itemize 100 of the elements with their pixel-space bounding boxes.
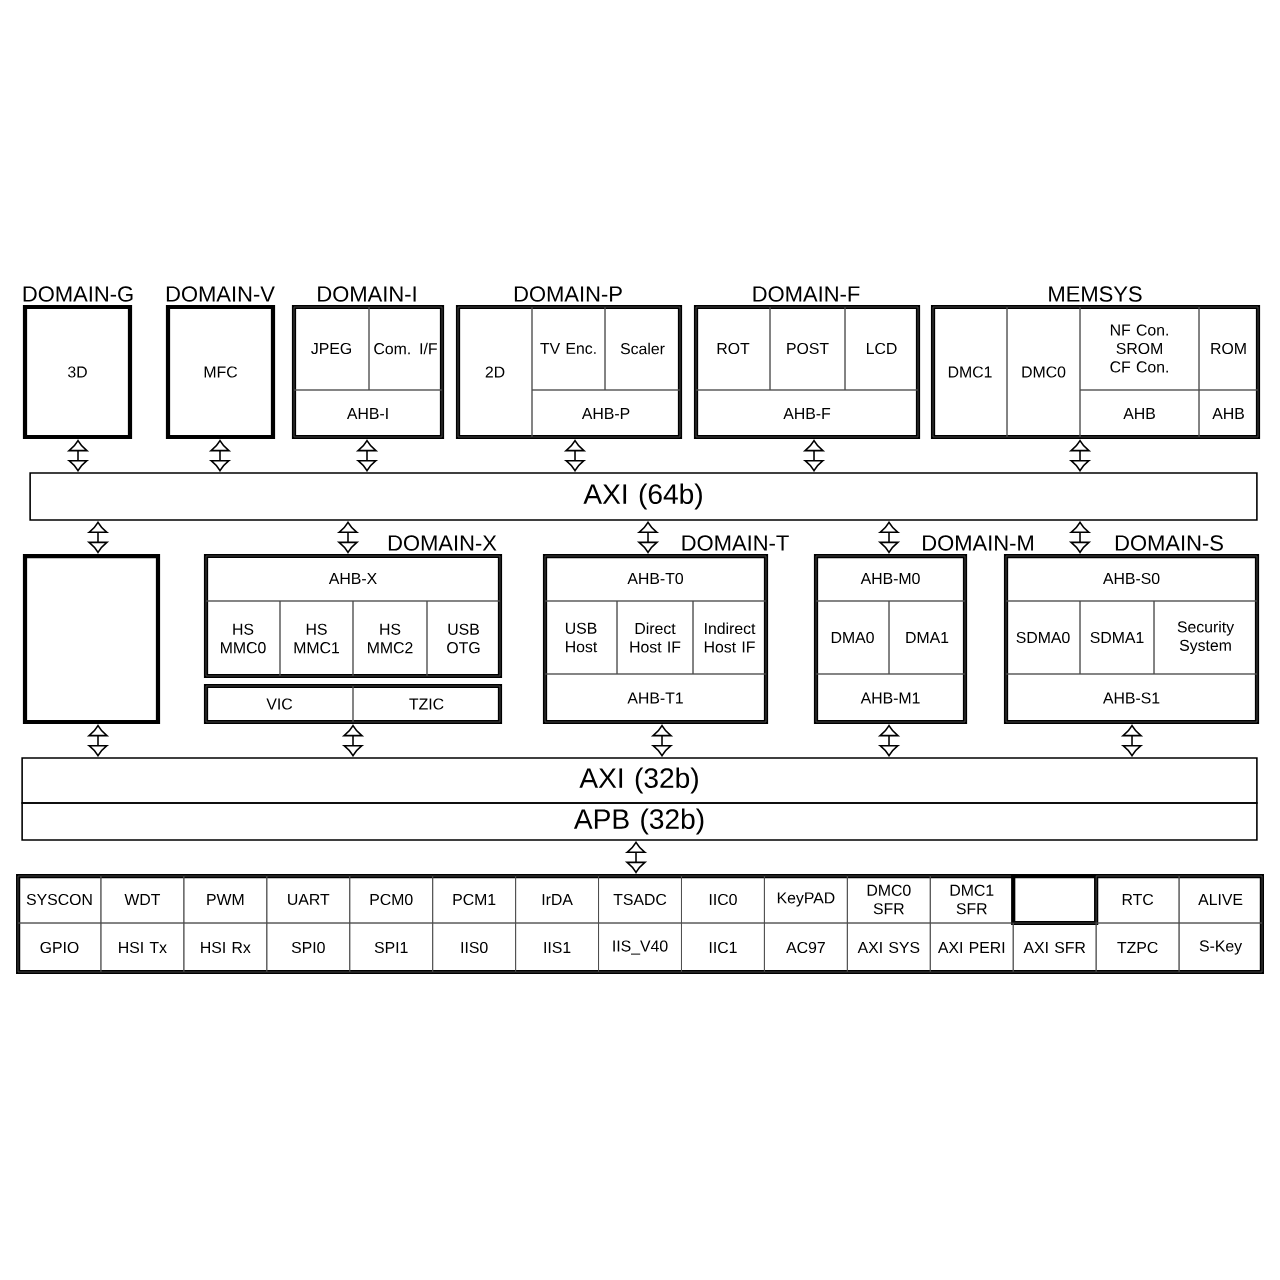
block-cell: 2D <box>457 306 533 438</box>
bus-arrow <box>88 521 108 554</box>
table-cell: SPI0 <box>266 922 351 973</box>
bus-arrow <box>879 521 899 554</box>
block-cell: AHB-M1 <box>815 673 966 723</box>
table-cell: WDT <box>100 875 185 924</box>
bus-arrow <box>210 439 230 472</box>
domain-heading: MEMSYS <box>1049 286 1142 302</box>
block-cell: AHB-T1 <box>544 673 767 723</box>
bus-bar: APB (32b) <box>21 802 1258 841</box>
peripheral-table <box>16 873 1264 975</box>
domain-heading: DOMAIN-P <box>514 286 622 302</box>
bus-arrow <box>1122 724 1142 757</box>
table-cell: S-Key <box>1178 922 1263 973</box>
domain-box: MFC <box>165 304 276 440</box>
block-cell: NF Con. SROM CF Con. <box>1079 306 1200 391</box>
block-cell: DMC1 <box>932 306 1008 438</box>
block-cell: AHB-S1 <box>1005 673 1258 723</box>
domain-heading: DOMAIN-M <box>923 535 1033 551</box>
bus-bar: AXI (32b) <box>21 757 1258 804</box>
table-cell: SYSCON <box>17 875 102 924</box>
block-cell: DMA1 <box>888 600 966 675</box>
bus-bar: AXI (64b) <box>29 472 1258 521</box>
block-cell: POST <box>769 306 846 391</box>
domain-heading: DOMAIN-X <box>388 535 497 551</box>
table-cell: HSI Rx <box>183 922 268 973</box>
table-cell: AXI SFR <box>1012 922 1097 973</box>
block-cell: AHB-I <box>293 389 443 438</box>
block-cell: AHB-X <box>205 555 501 602</box>
table-cell: IIS_V40 <box>598 922 682 973</box>
bus-arrow <box>879 724 899 757</box>
block-cell: Indirect Host IF <box>692 600 767 675</box>
bus-arrow <box>804 439 824 472</box>
block-cell: USB Host <box>544 600 618 675</box>
block-cell: AHB-T0 <box>544 555 767 602</box>
block-cell: AHB-P <box>531 389 681 438</box>
table-cell: IIS1 <box>515 922 599 973</box>
block-cell: Security System <box>1153 600 1258 675</box>
table-cell: TZPC <box>1095 922 1180 973</box>
table-cell: IIC1 <box>681 922 765 973</box>
bus-arrow <box>626 841 646 874</box>
block-cell: AHB-F <box>695 389 919 438</box>
table-cell: AXI PERI <box>929 922 1014 973</box>
bus-arrow <box>357 439 377 472</box>
block-cell: ROT <box>695 306 771 391</box>
block-cell: DMC0 <box>1006 306 1081 438</box>
bus-arrow <box>88 724 108 757</box>
table-cell: TSADC <box>598 875 682 924</box>
block-cell: AHB-S0 <box>1005 555 1258 602</box>
table-cell: GPIO <box>17 922 102 973</box>
bus-arrow <box>1070 521 1090 554</box>
domain-heading: DOMAIN-I <box>318 286 416 302</box>
block-cell: LCD <box>844 306 919 391</box>
table-cell: DMC0 SFR <box>846 875 931 924</box>
bus-arrow <box>1070 439 1090 472</box>
table-cell: HSI Tx <box>100 922 185 973</box>
bus-arrow <box>338 521 358 554</box>
block-cell: DMA0 <box>815 600 890 675</box>
table-cell: PWM <box>183 875 268 924</box>
block-cell: JPEG <box>293 306 370 391</box>
domain-heading: DOMAIN-T <box>682 535 789 551</box>
bus-arrow <box>343 724 363 757</box>
table-cell: PCM1 <box>432 875 517 924</box>
table-cell: IIS0 <box>432 922 517 973</box>
domain-heading: DOMAIN-G <box>23 286 133 302</box>
block-cell: SDMA0 <box>1005 600 1081 675</box>
block-cell: HS MMC2 <box>352 600 428 677</box>
block-cell: Direct Host IF <box>616 600 694 675</box>
table-cell: SPI1 <box>349 922 434 973</box>
cpu-box <box>22 553 161 725</box>
controller-box <box>203 683 503 725</box>
domain-box: 3D <box>22 304 133 440</box>
block-cell: HS MMC0 <box>205 600 281 677</box>
bus-arrow <box>68 439 88 472</box>
block-cell: Com. I/F <box>368 306 443 391</box>
bus-arrow <box>638 521 658 554</box>
table-cell: RTC <box>1095 875 1180 924</box>
table-cell: VIC <box>205 685 354 723</box>
table-cell: PCM0 <box>349 875 434 924</box>
domain-heading: DOMAIN-V <box>166 286 275 302</box>
table-cell: IIC0 <box>681 875 765 924</box>
table-cell <box>1011 873 1099 926</box>
block-cell: SDMA1 <box>1079 600 1155 675</box>
table-cell: TZIC <box>352 685 501 723</box>
bus-arrow <box>652 724 672 757</box>
block-cell: TV Enc. <box>531 306 606 391</box>
table-cell: IrDA <box>515 875 599 924</box>
table-cell: KeyPAD <box>763 875 848 924</box>
block-cell: USB OTG <box>426 600 501 677</box>
table-cell: AXI SYS <box>846 922 931 973</box>
domain-heading: DOMAIN-S <box>1115 535 1223 551</box>
bus-arrow <box>565 439 585 472</box>
block-cell: AHB-M0 <box>815 555 966 602</box>
domain-heading: DOMAIN-F <box>753 286 860 302</box>
block-cell: AHB <box>1079 389 1200 438</box>
table-cell: AC97 <box>763 922 848 973</box>
block-cell: HS MMC1 <box>279 600 354 677</box>
block-cell: AHB <box>1198 389 1259 438</box>
table-cell: DMC1 SFR <box>929 875 1014 924</box>
block-cell: Scaler <box>604 306 681 391</box>
